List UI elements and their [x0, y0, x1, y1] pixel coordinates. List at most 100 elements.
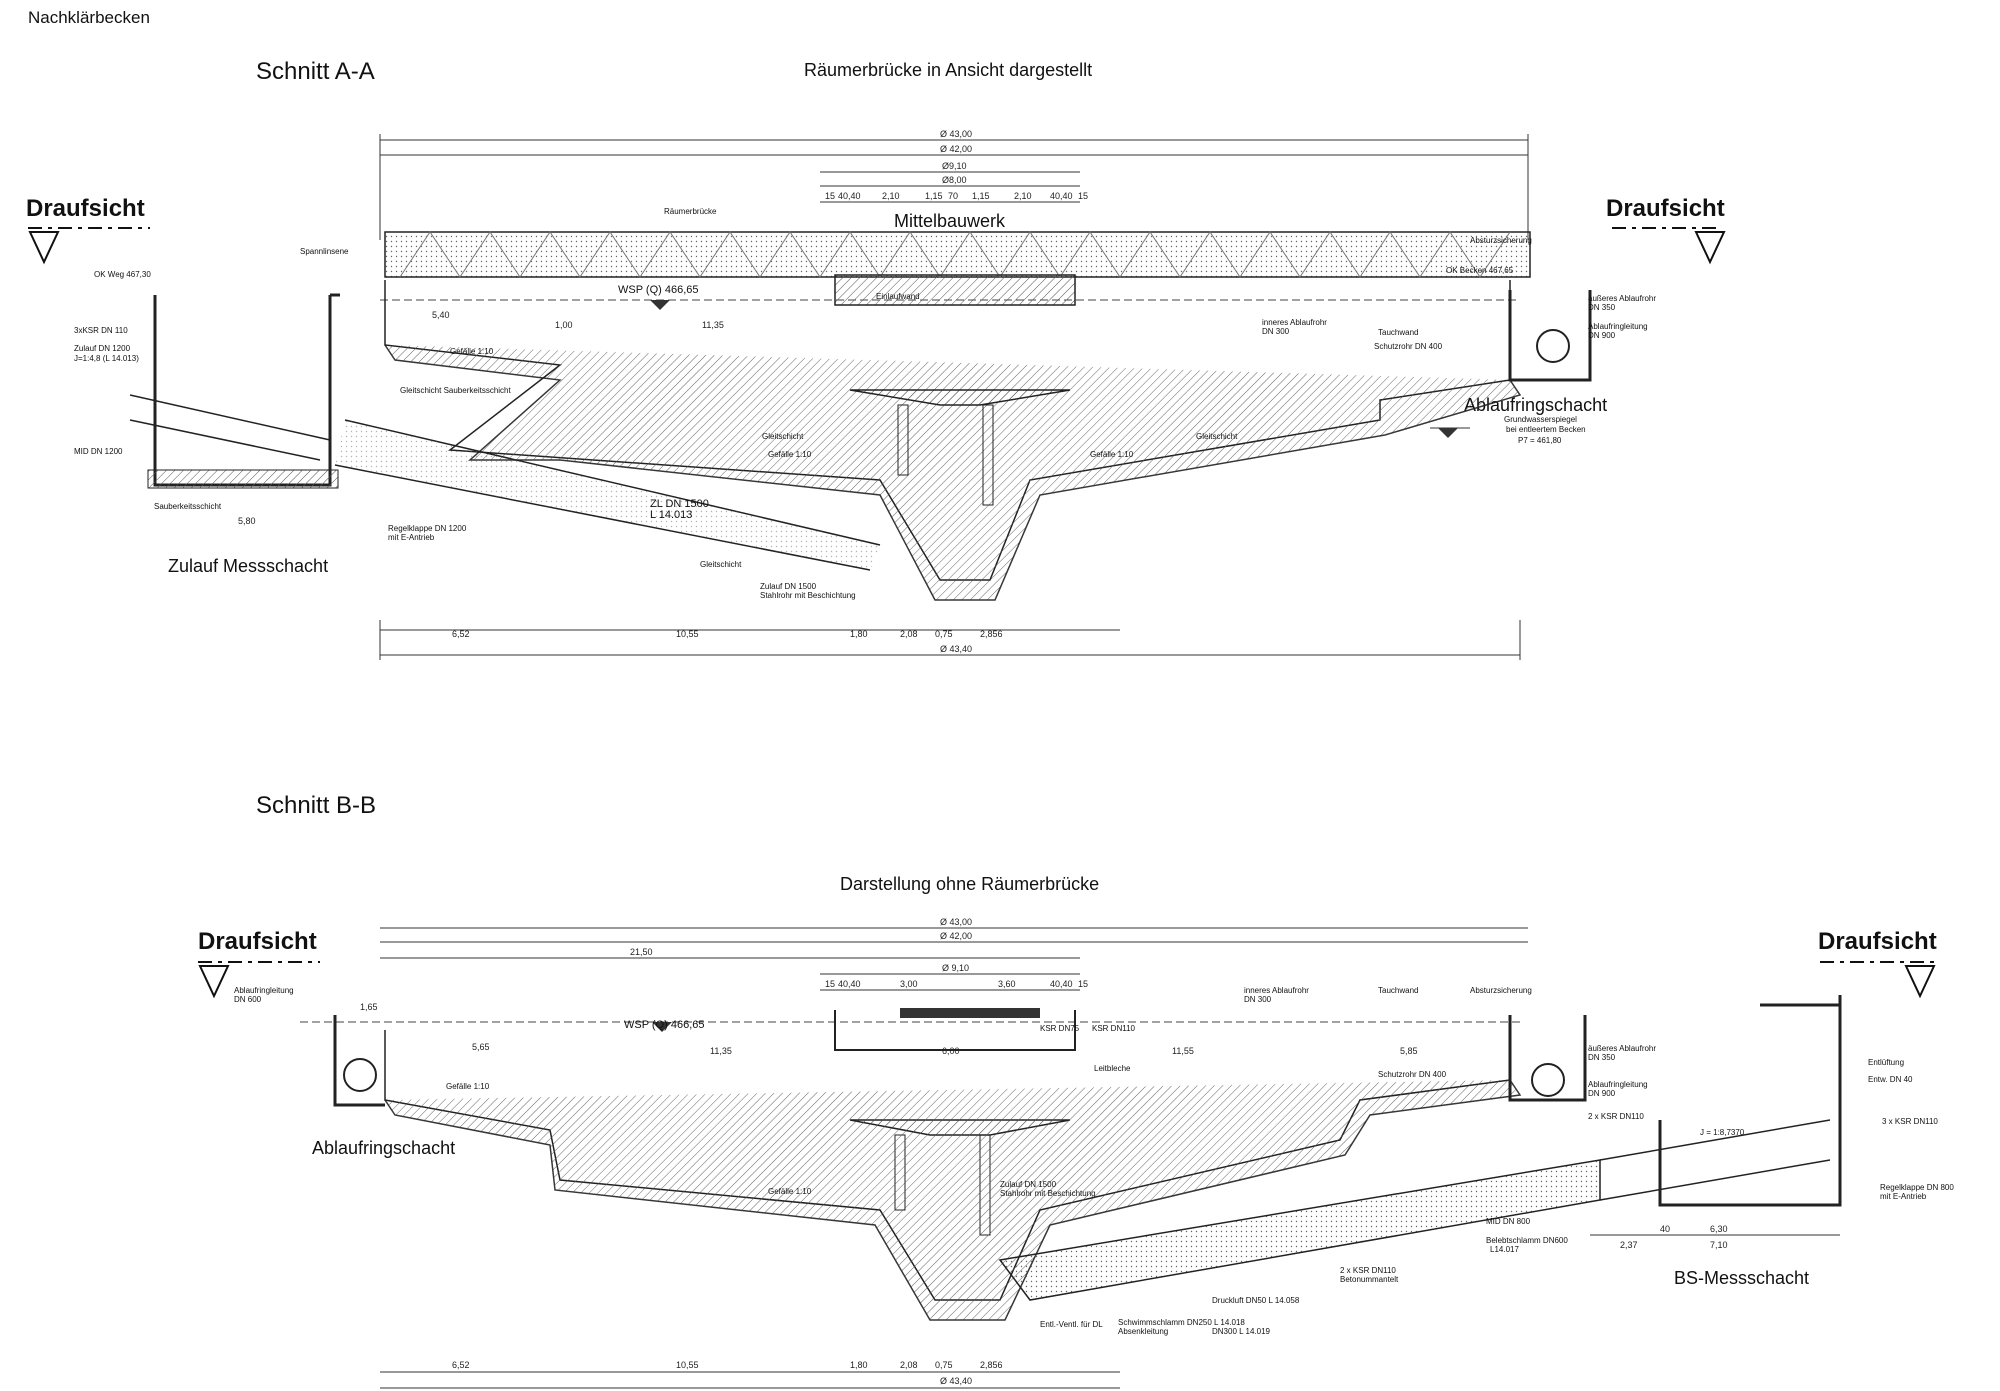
section-b-view-right: Draufsicht — [1818, 928, 1937, 955]
svg-text:2,10: 2,10 — [1014, 191, 1032, 201]
label-clean-a: Sauberkeitsschicht — [154, 502, 222, 511]
svg-text:0,75: 0,75 — [935, 1360, 953, 1370]
center-structure-b — [834, 1010, 1076, 1051]
label-outer-outlet-dn-b: DN 350 — [1588, 1053, 1616, 1062]
dimension-lines-a-bottom — [379, 620, 1521, 660]
label-outer-outlet-b: äußeres Ablaufrohr — [1588, 1044, 1657, 1053]
label-ring-pipe-dn-b: DN 600 — [234, 995, 262, 1004]
label-vent-dn: Entw. DN 40 — [1868, 1075, 1913, 1084]
label-ring-pipe-r-dn-b: DN 900 — [1588, 1089, 1616, 1098]
svg-text:40,40: 40,40 — [1050, 979, 1073, 989]
section-a-inlet-shaft: Zulauf Messschacht — [168, 556, 329, 576]
label-glide-a3: Gleitschicht — [700, 560, 742, 569]
label-ksr-a: 3xKSR DN 110 — [74, 326, 128, 335]
svg-text:3,60: 3,60 — [998, 979, 1016, 989]
label-sludge: Belebtschlamm DN600 — [1486, 1236, 1568, 1245]
label-bridge: Räumerbrücke — [664, 207, 717, 216]
outlet-shaft-walls-b — [333, 1015, 385, 1107]
section-b-title: Schnitt B-B — [256, 792, 377, 819]
svg-text:15: 15 — [825, 979, 835, 989]
outlet-shaft-walls-a — [1508, 290, 1592, 382]
center-pipe-a2 — [982, 404, 994, 506]
svg-text:70: 70 — [948, 191, 958, 201]
label-slope2-b: Gefälle 1:10 — [768, 1187, 812, 1196]
label-inner-outlet-dn-a: DN 300 — [1262, 327, 1290, 336]
svg-text:5,40: 5,40 — [432, 310, 450, 320]
label-flap-drive-b: mit E-Antrieb — [1880, 1192, 1927, 1201]
svg-text:1,00: 1,00 — [555, 320, 573, 330]
svg-text:10,55: 10,55 — [676, 1360, 699, 1370]
label-inner-outlet-dn-b: DN 300 — [1244, 995, 1272, 1004]
groundwater-marker-icon — [1438, 428, 1458, 438]
dim-a-800: Ø8,00 — [942, 175, 967, 185]
svg-text:1,80: 1,80 — [850, 1360, 868, 1370]
label-ring-pipe-r-b: Ablaufringleitung — [1588, 1080, 1648, 1089]
label-flap-drive-a: mit E-Antrieb — [388, 533, 435, 542]
label-ksr75: KSR DN75 — [1040, 1024, 1080, 1033]
svg-text:1,65: 1,65 — [360, 1002, 378, 1012]
label-suction-dn: DN300 L 14.019 — [1212, 1327, 1270, 1336]
label-zl: ZL DN 1500 — [650, 498, 709, 510]
svg-text:2,08: 2,08 — [900, 629, 918, 639]
svg-text:5,80: 5,80 — [238, 516, 256, 526]
view-marker-icon-b — [198, 961, 1940, 999]
label-gw-title: Grundwasserspiegel — [1504, 415, 1577, 424]
label-inlet1500-a: Zulauf DN 1500 — [760, 582, 817, 591]
svg-text:1,15: 1,15 — [925, 191, 943, 201]
svg-text:Ø 43,00: Ø 43,00 — [940, 917, 972, 927]
outlet-shaft-walls-b-right — [1508, 1015, 1587, 1102]
dimension-lines-b-bottom — [380, 1234, 1840, 1389]
label-ring-pipe-b: Ablaufringleitung — [234, 986, 294, 995]
svg-text:40,40: 40,40 — [838, 979, 861, 989]
center-deck-b — [900, 1008, 1040, 1018]
ring-pipe-icon-b — [343, 1058, 377, 1092]
svg-text:2,08: 2,08 — [900, 1360, 918, 1370]
label-slope1-b: Gefälle 1:10 — [446, 1082, 490, 1091]
svg-text:15: 15 — [1078, 979, 1088, 989]
label-baffle-a: Tauchwand — [1378, 328, 1419, 337]
label-vent: Entl.-Ventl. für DL — [1040, 1320, 1103, 1329]
inlet-shaft-walls — [153, 293, 340, 487]
inlet-shaft-floor — [147, 469, 339, 489]
svg-text:Ø 42,00: Ø 42,00 — [940, 931, 972, 941]
label-ok-becken: OK Becken 467,65 — [1446, 266, 1514, 275]
label-ksr110: KSR DN110 — [1092, 1024, 1135, 1033]
dimension-lines-b-top — [380, 927, 1528, 991]
dim-a-43: Ø 43,00 — [940, 129, 972, 139]
svg-text:1,15: 1,15 — [972, 191, 990, 201]
svg-text:6,30: 6,30 — [1710, 1224, 1728, 1234]
ring-pipe-icon-b-right — [1531, 1063, 1565, 1097]
basin-slab-a — [384, 344, 1522, 601]
dim-a-910: Ø9,10 — [942, 161, 967, 171]
svg-text:2,37: 2,37 — [1620, 1240, 1638, 1250]
label-ring-pipe-a: Ablaufringleitung — [1588, 322, 1648, 331]
label-ring-pipe-dn-a: DN 900 — [1588, 331, 1616, 340]
svg-text:10,55: 10,55 — [676, 629, 699, 639]
label-slope-right-a: Gefälle 1:10 — [1090, 450, 1134, 459]
label-inlet-slope: J=1:4,8 (L 14.013) — [74, 354, 139, 363]
label-wsp-b: WSP (Q) 466,65 — [624, 1019, 705, 1031]
svg-text:11,55: 11,55 — [1172, 1046, 1194, 1056]
svg-text:5,65: 5,65 — [472, 1042, 490, 1052]
label-mid-a: MID DN 1200 — [74, 447, 123, 456]
label-steel-b: Stahlrohr mit Beschichtung — [1000, 1189, 1096, 1198]
label-pressure-air: Druckluft DN50 L 14.058 — [1212, 1296, 1300, 1305]
label-protect-b: Schutzrohr DN 400 — [1378, 1070, 1447, 1079]
center-cone-a — [849, 389, 1071, 406]
section-a-title: Schnitt A-A — [256, 58, 375, 85]
label-ksr2-sub: Betonummantelt — [1340, 1275, 1399, 1284]
basin-slab-b — [384, 1079, 1522, 1321]
svg-text:11,35: 11,35 — [710, 1046, 732, 1056]
water-level-marker-icon — [650, 300, 670, 310]
svg-text:6,00: 6,00 — [942, 1046, 960, 1056]
label-ok-weg: OK Weg 467,30 — [94, 270, 151, 279]
inlet-pipe-dn1200 — [129, 394, 331, 461]
label-gw-val: P7 = 461,80 — [1518, 436, 1562, 445]
label-steel-a: Stahlrohr mit Beschichtung — [760, 591, 856, 600]
label-inner-outlet-b: inneres Ablaufrohr — [1244, 986, 1309, 995]
svg-text:5,85: 5,85 — [1400, 1046, 1418, 1056]
section-b-bs-shaft: BS-Messschacht — [1674, 1268, 1810, 1288]
